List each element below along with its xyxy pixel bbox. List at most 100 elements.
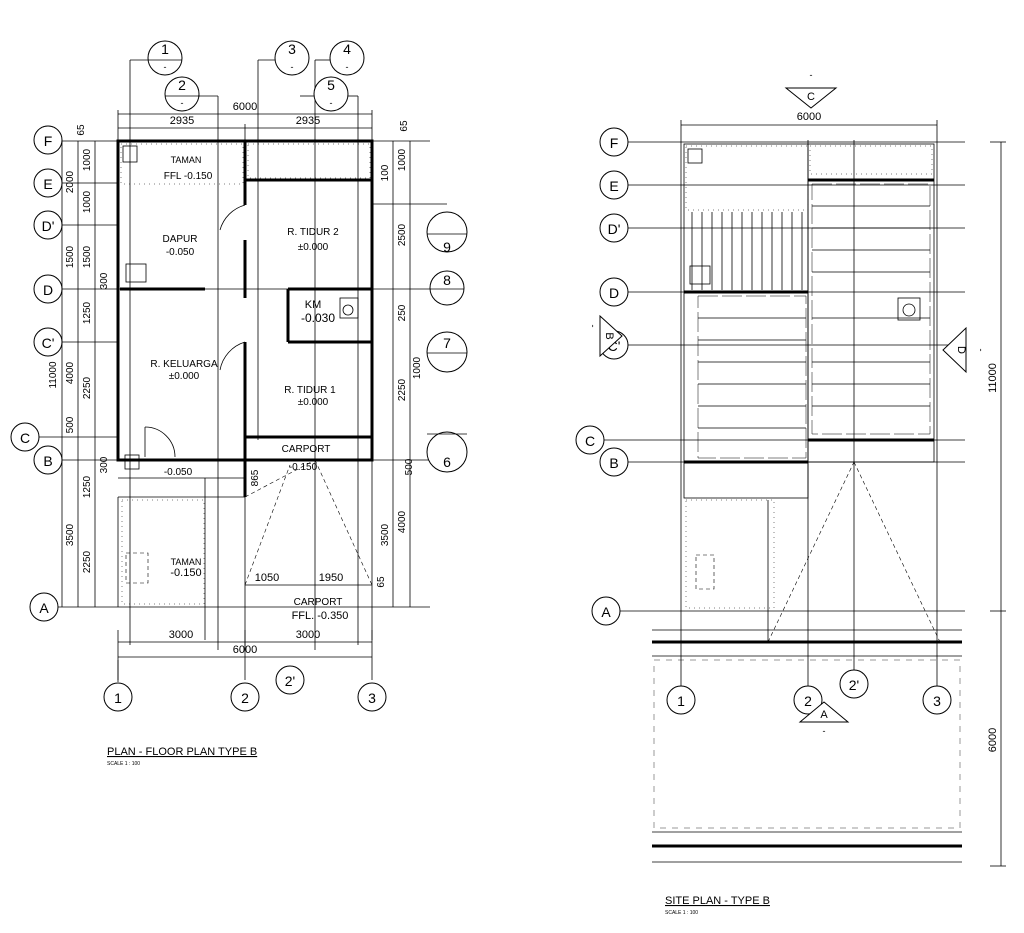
dim-overall-top: 6000 <box>233 101 257 113</box>
grid-top-label: 2 <box>178 77 186 93</box>
site-building <box>683 143 935 464</box>
grid-top-label: 3 <box>288 41 296 57</box>
dim-left: 300 <box>99 456 110 473</box>
floor-plan-title: PLAN - FLOOR PLAN TYPE B SCALE 1 : 100 <box>107 746 257 767</box>
room-level: ±0.000 <box>298 397 329 408</box>
section-marker-a: A - <box>798 701 850 736</box>
site-dim-top: 6000 <box>797 111 821 123</box>
dim-left: 1500 <box>65 245 76 268</box>
section-marker-dash: - <box>588 325 598 328</box>
dim-left: 500 <box>65 416 76 433</box>
dim-right: 3500 <box>380 523 391 546</box>
site-front <box>652 461 962 863</box>
section-markers-side: B - D - <box>588 314 986 374</box>
dim-inner: 1950 <box>319 572 343 584</box>
room-name: KM <box>305 299 322 311</box>
room-level: ±0.000 <box>169 371 200 382</box>
site-top-dimension: 6000 <box>680 111 938 140</box>
dim-right: 250 <box>397 304 408 321</box>
right-dimensions: 1000 100 2500 250 1000 2250 500 4000 350… <box>376 141 423 607</box>
dim-left: 2250 <box>82 550 93 573</box>
room-name: TAMAN <box>171 557 202 567</box>
grid-top-label: 4 <box>343 41 351 57</box>
section-bubble: 9 <box>443 239 451 255</box>
site-grid-col-label: 2 <box>804 693 812 709</box>
site-grid-row-label: A <box>601 604 611 620</box>
top-dimensions: 6000 2935 2935 65 65 <box>76 101 410 145</box>
garden-hatch <box>120 143 371 605</box>
room-level: -0.150 <box>289 462 318 473</box>
grid-top-dash: - <box>291 62 294 72</box>
section-bubble: 8 <box>443 272 451 288</box>
section-bubble: 7 <box>443 335 451 351</box>
room-level: -0.050 <box>164 467 193 478</box>
dim-edge-right: 65 <box>399 120 410 132</box>
dim-left: 4000 <box>65 361 76 384</box>
site-grid-col-label: 1 <box>677 693 685 709</box>
dim-left: 1000 <box>82 148 93 171</box>
room-name: CARPORT <box>294 597 343 608</box>
grid-top-dash: - <box>164 62 167 72</box>
grid-row-label: D' <box>42 218 55 234</box>
dim-left: 2000 <box>65 170 76 193</box>
grid-row-label: C' <box>42 335 55 351</box>
site-plan-title: SITE PLAN - TYPE B SCALE 1 : 100 <box>665 895 770 916</box>
top-grid-bubbles: 1 - 2 - 3 - 4 - 5 - <box>129 40 365 650</box>
grid-col-label: 2 <box>241 690 249 706</box>
room-name: R. TIDUR 1 <box>284 385 336 396</box>
grid-row-label: B <box>43 453 52 469</box>
site-grid-col-label: 2' <box>849 677 859 693</box>
right-section-bubbles: 9 8 7 6 <box>372 203 468 473</box>
site-grid-row-label: D <box>609 285 619 301</box>
site-grid-row-label: C <box>585 433 595 449</box>
site-grid-row-label: F <box>610 135 619 151</box>
dim-right: 4000 <box>397 510 408 533</box>
dim-edge-left: 65 <box>76 124 87 136</box>
section-marker-label: B <box>603 332 615 339</box>
site-dim-right-lower: 6000 <box>987 728 999 752</box>
room-labels: TAMAN FFL -0.150 DAPUR -0.050 R. TIDUR 2… <box>150 155 348 622</box>
dim-right: 2500 <box>397 223 408 246</box>
room-level: -0.030 <box>301 311 335 325</box>
door-swings <box>144 204 359 458</box>
section-marker-label: D <box>955 346 967 354</box>
dim-right: 1000 <box>412 356 423 379</box>
plan-title: PLAN - FLOOR PLAN TYPE B <box>107 746 257 758</box>
dim-bottom-overall: 6000 <box>233 644 257 656</box>
site-scale: SCALE 1 : 100 <box>665 910 698 916</box>
site-grid-row-label: B <box>609 455 618 471</box>
grid-col-label: 3 <box>368 690 376 706</box>
dim-right: 65 <box>376 576 387 588</box>
site-paving <box>697 183 931 459</box>
site-row-grid: F E D' D C' C B A <box>575 127 965 626</box>
section-marker-dash: - <box>810 70 813 80</box>
dim-left: 3500 <box>65 523 76 546</box>
site-title: SITE PLAN - TYPE B <box>665 895 770 907</box>
dim-bottom-right: 3000 <box>296 629 320 641</box>
section-marker-c: C - <box>784 70 838 109</box>
grid-top-dash: - <box>181 98 184 108</box>
grid-row-label: F <box>44 133 53 149</box>
room-name: DAPUR <box>162 234 197 245</box>
dim-left: 1000 <box>82 190 93 213</box>
section-bubble: 6 <box>443 454 451 470</box>
dim-left: 1250 <box>82 475 93 498</box>
dim-right: 1000 <box>397 148 408 171</box>
grid-row-label: E <box>43 176 52 192</box>
grid-row-label: C <box>20 430 30 446</box>
floor-plan: 1 - 2 - 3 - 4 - 5 - <box>10 40 468 767</box>
bottom-dimensions: 3000 3000 6000 <box>117 629 373 680</box>
room-level: ±0.000 <box>298 242 329 253</box>
section-marker-label: C <box>807 91 815 103</box>
site-plan: C - 6000 F E D' D C' <box>575 70 1006 916</box>
site-dim-right-upper: 11000 <box>987 363 999 393</box>
site-right-dimensions: 11000 6000 <box>987 141 1006 867</box>
dim-top-left: 2935 <box>170 115 194 127</box>
building-walls <box>116 139 374 650</box>
dim-left: 2250 <box>82 376 93 399</box>
site-vertical-hatch <box>691 212 803 290</box>
inner-dimensions: 865 1050 1950 <box>250 469 343 584</box>
dim-left: 1500 <box>82 245 93 268</box>
grid-col-label: 1 <box>114 690 122 706</box>
